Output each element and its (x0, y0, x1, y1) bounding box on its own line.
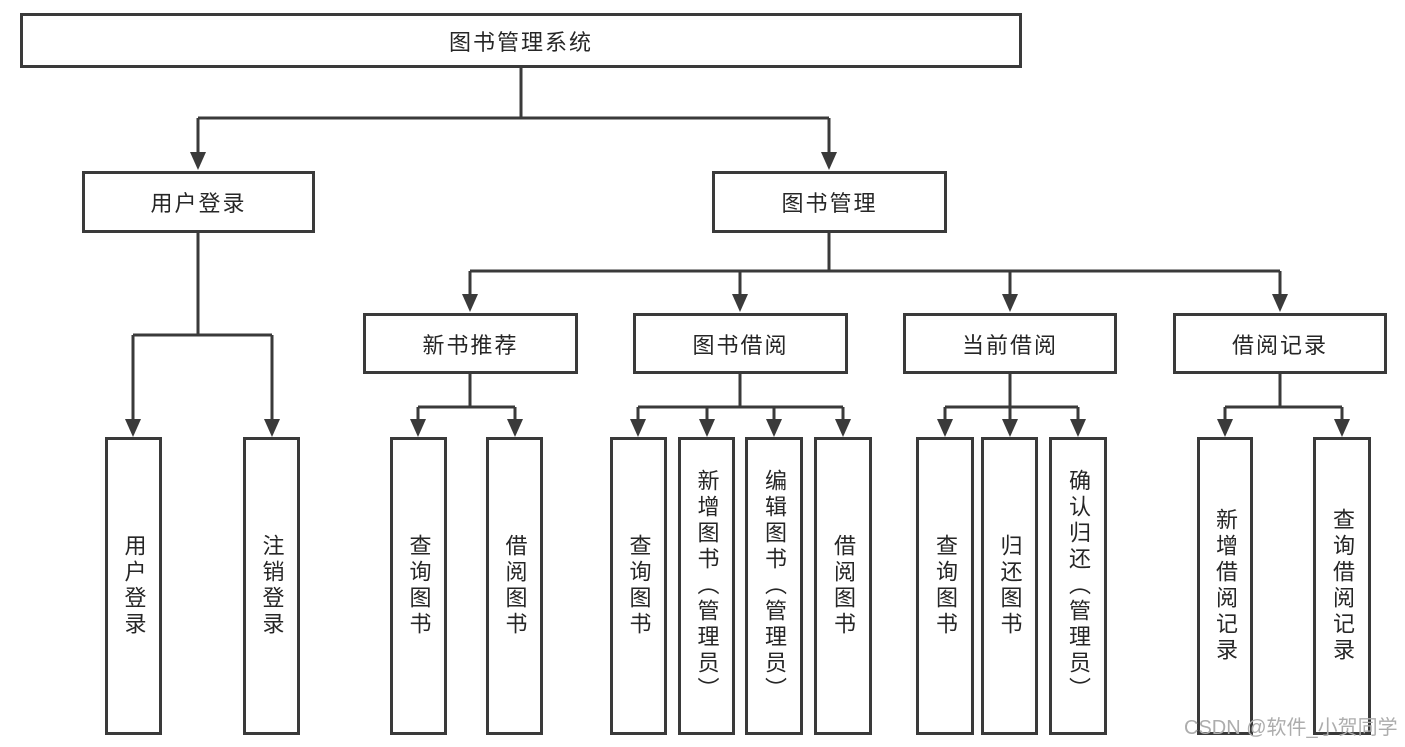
leaf-add-borrow-record: 新增借阅记录 (1197, 437, 1253, 735)
node-label: 图书管理 (781, 191, 878, 216)
node-label: 注销登录 (259, 534, 285, 638)
leaf-query-books-recommend: 查询图书 (390, 437, 447, 735)
leaf-logout: 注销登录 (243, 437, 300, 735)
leaf-confirm-return-admin: 确认归还（管理员） (1049, 437, 1107, 735)
csdn-watermark: CSDN @软件_小贺同学 (1184, 717, 1398, 739)
leaf-edit-books-admin: 编辑图书（管理员） (745, 437, 803, 735)
node-label: 新增借阅记录 (1213, 508, 1238, 664)
connector-user-login-children (131, 233, 274, 421)
node-book-borrow: 图书借阅 (633, 313, 848, 374)
node-label: 新增图书（管理员） (694, 469, 720, 703)
leaf-borrow-books-recommend: 借阅图书 (486, 437, 543, 735)
node-label: 用户登录 (121, 534, 147, 638)
node-book-management: 图书管理 (712, 171, 947, 233)
leaf-user-login: 用户登录 (105, 437, 162, 735)
node-label: 借阅图书 (502, 534, 528, 638)
connector-root-to-level2 (196, 67, 831, 155)
leaf-query-borrow-record: 查询借阅记录 (1313, 437, 1371, 735)
connector-new-book-children (416, 374, 517, 421)
node-label: 当前借阅 (961, 332, 1058, 358)
node-current-borrow: 当前借阅 (903, 313, 1117, 374)
connector-book-borrow-children (636, 374, 845, 421)
connector-book-management-children (468, 233, 1282, 297)
node-label: 图书管理系统 (448, 29, 593, 55)
arrowheads (125, 152, 1350, 437)
node-label: 借阅图书 (831, 534, 856, 638)
node-user-login: 用户登录 (82, 171, 315, 233)
node-label: 编辑图书（管理员） (762, 469, 787, 703)
leaf-query-books-borrow: 查询图书 (610, 437, 667, 735)
leaf-add-books-admin: 新增图书（管理员） (678, 437, 735, 735)
node-new-book-recommend: 新书推荐 (363, 313, 578, 374)
leaf-query-books-current: 查询图书 (916, 437, 974, 735)
node-label: 归还图书 (997, 534, 1023, 638)
node-label: 图书借阅 (692, 332, 789, 358)
node-label: 查询借阅记录 (1330, 508, 1355, 664)
node-borrow-records: 借阅记录 (1173, 313, 1387, 374)
leaf-return-books: 归还图书 (981, 437, 1038, 735)
node-label: 确认归还（管理员） (1066, 469, 1091, 703)
node-label: 借阅记录 (1231, 332, 1328, 358)
leaf-borrow-books: 借阅图书 (814, 437, 872, 735)
node-label: 查询图书 (933, 534, 958, 638)
connector-borrow-records-children (1223, 374, 1344, 421)
node-label: 查询图书 (626, 534, 652, 638)
node-label: 新书推荐 (422, 332, 519, 358)
node-label: 查询图书 (406, 534, 432, 638)
node-label: 用户登录 (150, 191, 247, 216)
node-library-management-system: 图书管理系统 (20, 13, 1022, 68)
connector-current-borrow-children (943, 374, 1080, 421)
